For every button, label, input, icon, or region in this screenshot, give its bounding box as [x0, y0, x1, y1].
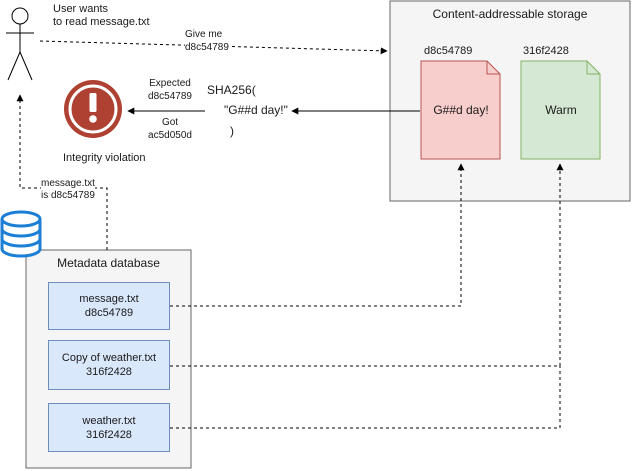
entry-name: message.txt	[79, 293, 139, 305]
metadata-entry-weather: weather.txt 316f2428	[48, 403, 170, 452]
metadata-title: Metadata database	[57, 256, 160, 270]
user-label-line1: User wants	[53, 3, 109, 15]
lookup-line1: message.txt	[41, 178, 95, 189]
entry-name: weather.txt	[82, 414, 136, 427]
sha-line2: "G##d day!"	[224, 103, 288, 117]
request-line1: Give me	[185, 29, 223, 40]
entry-hash: 316f2428	[86, 366, 132, 378]
request-label: Give me d8c54789	[185, 28, 229, 54]
blob-hash-2: 316f2428	[523, 45, 569, 57]
lookup-line2: is d8c54789	[41, 190, 95, 201]
blob-content-2: Warm	[545, 103, 577, 117]
storage-title: Content-addressable storage	[432, 7, 588, 21]
request-arrow	[39, 40, 388, 55]
violation-label: Integrity violation	[63, 152, 146, 164]
blob-316f2428	[520, 60, 601, 160]
user-label-line2: to read message.txt	[53, 16, 150, 28]
expected-label-text: Expected	[149, 78, 191, 89]
blob-content-1: G##d day!	[433, 103, 489, 117]
metadata-entry-message: message.txt d8c54789	[48, 282, 170, 330]
got-label-text: Got	[161, 117, 179, 128]
lookup-arrow	[16, 94, 108, 250]
link-weather-to-blob	[170, 366, 561, 429]
link-message-to-blob	[170, 163, 465, 307]
metadata-entry-copy-weather: Copy of weather.txt 316f2428	[48, 340, 170, 390]
person-icon	[6, 7, 34, 81]
entry-hash: 316f2428	[86, 428, 132, 441]
request-line2: d8c54789	[185, 42, 229, 53]
error-icon	[64, 80, 122, 138]
got-value: ac5d050d	[148, 130, 192, 141]
user-label: User wants to read message.txt	[53, 3, 150, 29]
database-icon	[0, 210, 42, 258]
entry-name: Copy of weather.txt	[61, 352, 157, 364]
blob-hash-1: d8c54789	[424, 45, 473, 57]
sha-line1: SHA256(	[207, 83, 256, 97]
expected-label: Expected d8c54789	[140, 77, 200, 103]
blob-d8c54789	[420, 60, 501, 160]
lookup-label: message.txt is d8c54789	[41, 178, 95, 202]
sha-line3: )	[230, 124, 234, 138]
got-label: Got ac5d050d	[140, 116, 200, 142]
entry-hash: d8c54789	[84, 307, 134, 319]
expected-value: d8c54789	[148, 91, 192, 102]
